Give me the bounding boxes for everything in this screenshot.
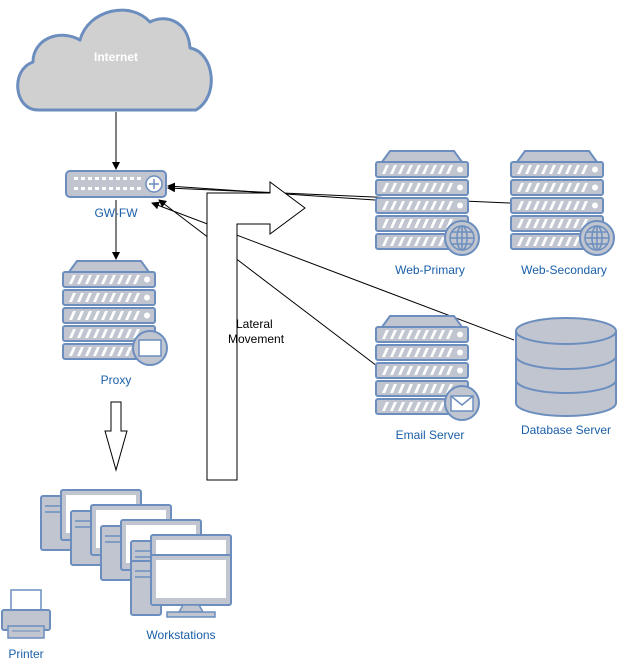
- printer-label: Printer: [8, 647, 43, 661]
- database-server-icon[interactable]: [515, 317, 617, 417]
- database-server-label: Database Server: [521, 423, 611, 437]
- proxy-server-icon[interactable]: [62, 260, 168, 366]
- internet-cloud-icon[interactable]: [16, 8, 213, 112]
- workstations-icon[interactable]: [40, 489, 232, 618]
- gateway-label: GW-FW: [94, 206, 138, 220]
- printer-icon[interactable]: [1, 589, 51, 639]
- web-primary-server-icon[interactable]: [375, 150, 480, 256]
- workstations-label: Workstations: [146, 628, 215, 642]
- proxy-label: Proxy: [101, 373, 132, 387]
- gateway-firewall-icon[interactable]: [65, 170, 167, 198]
- email-server-icon[interactable]: [375, 315, 480, 421]
- link-email-gateway: [158, 199, 378, 367]
- web-primary-label: Web-Primary: [395, 263, 465, 277]
- web-secondary-label: Web-Secondary: [521, 263, 607, 277]
- email-server-label: Email Server: [396, 428, 465, 442]
- lateral-movement-label-line1: Lateral: [236, 317, 273, 331]
- proxy-to-workstations-arrow: [104, 401, 128, 472]
- web-secondary-server-icon[interactable]: [510, 150, 615, 256]
- lateral-movement-label-line2: Movement: [228, 332, 285, 346]
- lateral-movement-arrow: [206, 181, 306, 481]
- internet-label: Internet: [94, 50, 138, 64]
